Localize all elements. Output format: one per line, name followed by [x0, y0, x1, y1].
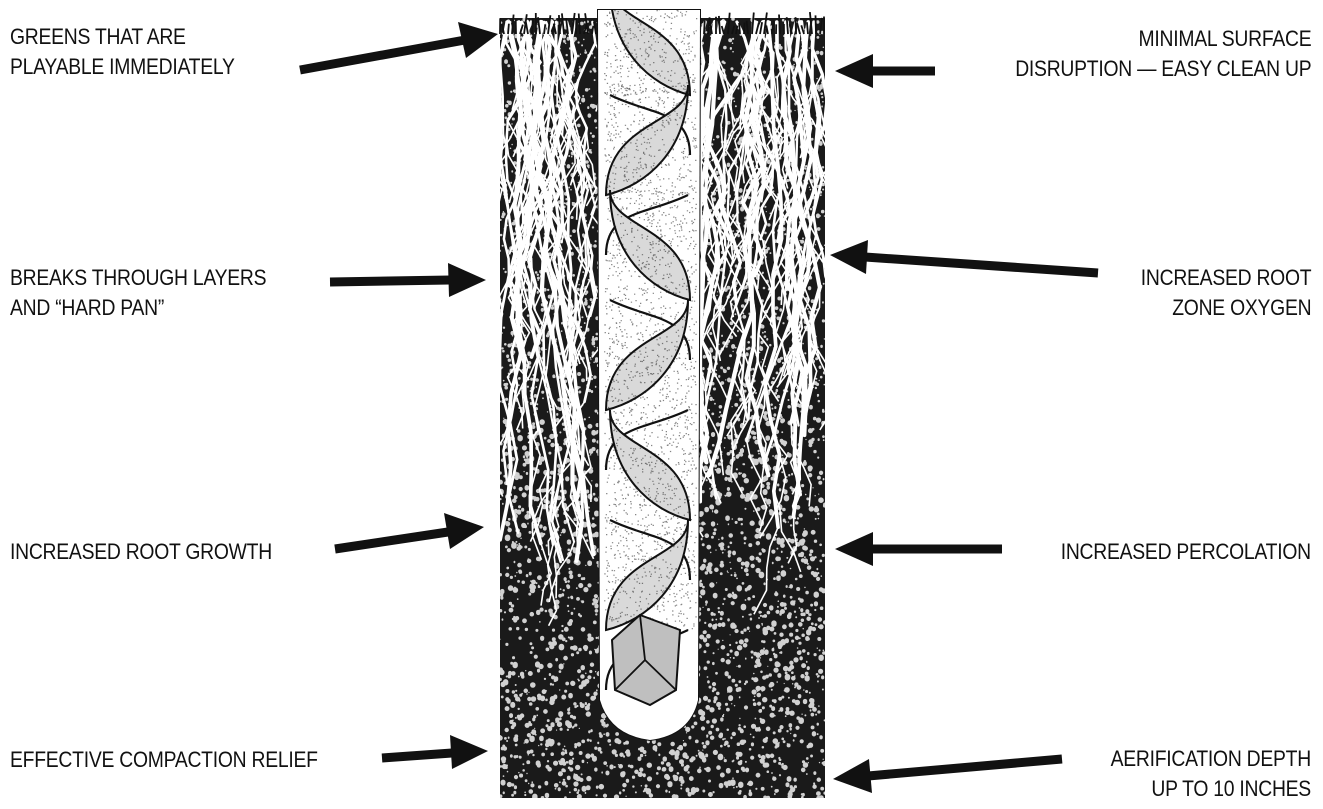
label-root-growth: INCREASED ROOT GROWTH	[10, 537, 272, 567]
arrow-oxygen	[830, 240, 1098, 274]
auger-drill-icon	[598, 0, 700, 740]
arrow-greens	[300, 22, 498, 70]
arrow-compaction	[382, 735, 488, 769]
label-line: PLAYABLE IMMEDIATELY	[10, 52, 235, 82]
label-line: GREENS THAT ARE	[10, 22, 235, 52]
label-compaction-relief: EFFECTIVE COMPACTION RELIEF	[10, 745, 318, 775]
arrow-depth	[833, 759, 1062, 793]
label-line: INCREASED PERCOLATION	[1061, 537, 1311, 567]
label-breaks-layers: BREAKS THROUGH LAYERS AND “HARD PAN”	[10, 263, 266, 323]
arrow-minimal	[835, 54, 935, 88]
label-line: INCREASED ROOT	[1140, 263, 1311, 293]
label-line: BREAKS THROUGH LAYERS	[10, 263, 266, 293]
label-root-zone-oxygen: INCREASED ROOT ZONE OXYGEN	[1140, 263, 1311, 323]
arrow-percolation	[835, 532, 1002, 566]
label-line: UP TO 10 INCHES	[1111, 774, 1311, 804]
label-minimal-disruption: MINIMAL SURFACE DISRUPTION — EASY CLEAN …	[1015, 24, 1311, 84]
label-line: EFFECTIVE COMPACTION RELIEF	[10, 745, 318, 775]
label-greens-playable: GREENS THAT ARE PLAYABLE IMMEDIATELY	[10, 22, 235, 82]
label-line: AND “HARD PAN”	[10, 293, 266, 323]
label-line: AERIFICATION DEPTH	[1111, 744, 1311, 774]
label-line: ZONE OXYGEN	[1140, 293, 1311, 323]
label-line: MINIMAL SURFACE	[1015, 24, 1311, 54]
label-line: DISRUPTION — EASY CLEAN UP	[1015, 54, 1311, 84]
label-aerification-depth: AERIFICATION DEPTH UP TO 10 INCHES	[1111, 744, 1311, 804]
arrow-breaks	[330, 263, 486, 297]
arrow-root-growth	[335, 513, 484, 549]
label-percolation: INCREASED PERCOLATION	[1061, 537, 1311, 567]
label-line: INCREASED ROOT GROWTH	[10, 537, 272, 567]
